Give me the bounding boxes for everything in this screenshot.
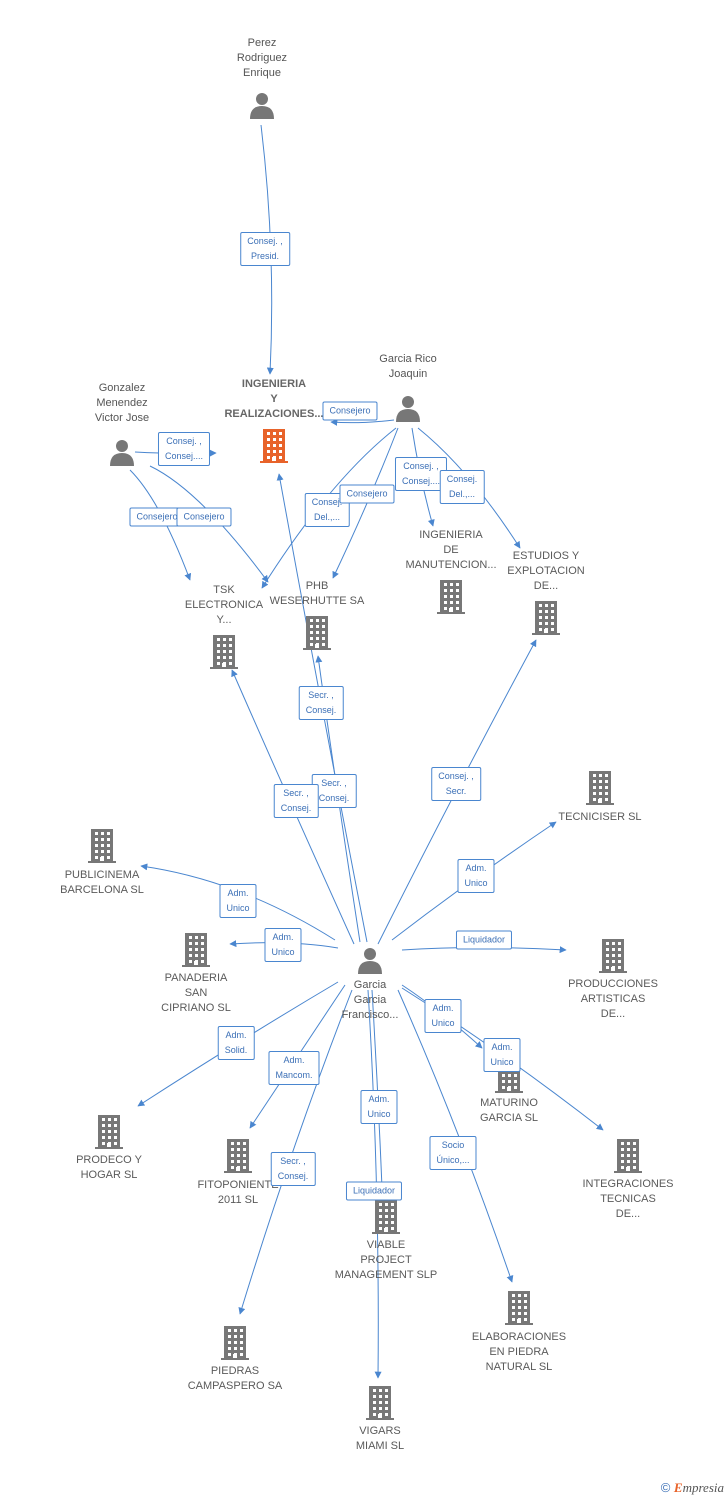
company-name-publicinema[interactable]: PUBLICINEMA BARCELONA SL: [60, 869, 144, 896]
building-icon[interactable]: [366, 1386, 394, 1420]
person-name-gonzalez[interactable]: Gonzalez Menendez Victor Jose: [94, 382, 150, 424]
role-label-garcia_francisco-ingenieria_real[interactable]: Secr. , Consej.: [311, 774, 357, 808]
role-label-garcia_francisco-tecniciser[interactable]: Adm. Unico: [457, 859, 495, 893]
person-name-garcia_rico[interactable]: Garcia Rico Joaquin: [379, 353, 437, 380]
role-label-garcia_francisco-piedras[interactable]: Secr. , Consej.: [270, 1152, 316, 1186]
role-label-garcia_francisco-estudios[interactable]: Consej. , Secr.: [431, 767, 481, 801]
person-name-perez[interactable]: Perez Rodriguez Enrique: [236, 37, 288, 79]
relationship-edge-garcia_francisco-elaboraciones: [397, 989, 514, 1283]
person-icon[interactable]: [358, 948, 382, 974]
role-label-garcia_francisco-vigars[interactable]: Liquidador: [345, 1181, 403, 1201]
company-name-elaboraciones[interactable]: ELABORACIONES EN PIEDRA NATURAL SL: [471, 1331, 567, 1373]
company-name-prodeco[interactable]: PRODECO Y HOGAR SL: [76, 1154, 142, 1181]
person-icon[interactable]: [110, 440, 134, 466]
building-icon[interactable]: [224, 1139, 252, 1173]
relationship-edge-gonzalez-tsk: [149, 465, 269, 583]
relationship-edge-garcia_francisco-viable: [371, 989, 386, 1189]
company-name-vigars[interactable]: VIGARS MIAMI SL: [355, 1425, 405, 1452]
role-label-garcia_francisco-maturino[interactable]: Adm. Unico: [424, 999, 462, 1033]
building-icon[interactable]: [586, 771, 614, 805]
role-label-gonzalez-tsk[interactable]: Consejero: [176, 507, 232, 527]
role-label-garcia_rico-phb[interactable]: Consejero: [339, 484, 395, 504]
role-label-perez-ingenieria_real[interactable]: Consej. , Presid.: [240, 232, 290, 266]
building-icon[interactable]: [182, 933, 210, 967]
icons-layer: [88, 93, 642, 1420]
company-name-viable[interactable]: VIABLE PROJECT MANAGEMENT SLP: [334, 1239, 438, 1281]
company-name-piedras[interactable]: PIEDRAS CAMPASPERO SA: [187, 1365, 283, 1392]
role-label-gonzalez-tsk[interactable]: Consejero: [129, 507, 185, 527]
building-icon[interactable]: [437, 580, 465, 614]
building-icon[interactable]: [372, 1200, 400, 1234]
role-label-garcia_rico-ing_manut[interactable]: Consej. , Consej....: [394, 457, 448, 491]
footer-brand[interactable]: © Empresia: [661, 1480, 724, 1496]
company-name-producciones[interactable]: PRODUCCIONES ARTISTICAS DE...: [568, 978, 658, 1020]
building-icon[interactable]: [221, 1326, 249, 1360]
person-icon[interactable]: [250, 93, 274, 119]
company-name-ingenieria_real[interactable]: INGENIERIA Y REALIZACIONES...: [224, 378, 324, 420]
role-label-garcia_francisco-publicinema[interactable]: Adm. Unico: [219, 884, 257, 918]
role-label-garcia_francisco-panaderia[interactable]: Adm. Unico: [264, 928, 302, 962]
empresia-logo: Empresia: [673, 1480, 724, 1495]
person-icon[interactable]: [396, 396, 420, 422]
role-label-garcia_francisco-viable[interactable]: Adm. Unico: [360, 1090, 398, 1124]
building-icon[interactable]: [614, 1139, 642, 1173]
building-icon[interactable]: [88, 829, 116, 863]
relationship-edge-garcia_rico-ingenieria_real: [330, 418, 395, 426]
building-icon[interactable]: [599, 939, 627, 973]
role-label-garcia_francisco-prodeco[interactable]: Adm. Solid.: [217, 1026, 255, 1060]
copyright-symbol: ©: [660, 1480, 671, 1495]
company-name-panaderia[interactable]: PANADERIA SAN CIPRIANO SL: [161, 972, 231, 1014]
company-name-tsk[interactable]: TSK ELECTRONICA Y...: [184, 584, 264, 626]
role-label-gonzalez-ingenieria_real[interactable]: Consej. , Consej....: [157, 432, 211, 466]
company-name-estudios[interactable]: ESTUDIOS Y EXPLOTACION DE...: [507, 550, 585, 592]
company-name-integraciones[interactable]: INTEGRACIONES TECNICAS DE...: [582, 1178, 674, 1220]
building-icon[interactable]: [505, 1291, 533, 1325]
building-icon[interactable]: [210, 635, 238, 669]
role-label-garcia_rico-ingenieria_real[interactable]: Consejero: [322, 401, 378, 421]
company-name-ing_manut[interactable]: INGENIERIA DE MANUTENCION...: [405, 529, 497, 571]
company-name-fitoponiente[interactable]: FITOPONIENTE 2011 SL: [197, 1179, 279, 1206]
role-label-garcia_francisco-elaboraciones[interactable]: Socio Único,...: [429, 1136, 477, 1170]
building-icon[interactable]: [303, 616, 331, 650]
role-label-garcia_francisco-fitoponiente[interactable]: Adm. Mancom.: [268, 1051, 320, 1085]
company-name-maturino[interactable]: MATURINO GARCIA SL: [479, 1097, 539, 1124]
person-name-garcia_francisco[interactable]: Garcia Garcia Francisco...: [341, 979, 399, 1021]
role-label-garcia_francisco-producciones[interactable]: Liquidador: [455, 930, 513, 950]
relationship-edge-garcia_francisco-piedras: [238, 989, 353, 1315]
building-icon[interactable]: [95, 1115, 123, 1149]
role-label-garcia_francisco-integraciones[interactable]: Adm. Unico: [483, 1038, 521, 1072]
building-icon[interactable]: [532, 601, 560, 635]
focus-company-building-icon[interactable]: [260, 429, 288, 463]
role-label-garcia_francisco-tsk[interactable]: Secr. , Consej.: [273, 784, 319, 818]
role-label-garcia_rico-estudios[interactable]: Consej. Del.,...: [439, 470, 485, 504]
company-name-tecniciser[interactable]: TECNICISER SL: [558, 811, 642, 823]
company-name-phb[interactable]: PHB WESERHUTTE SA: [269, 580, 365, 607]
role-label-garcia_francisco-phb[interactable]: Secr. , Consej.: [298, 686, 344, 720]
